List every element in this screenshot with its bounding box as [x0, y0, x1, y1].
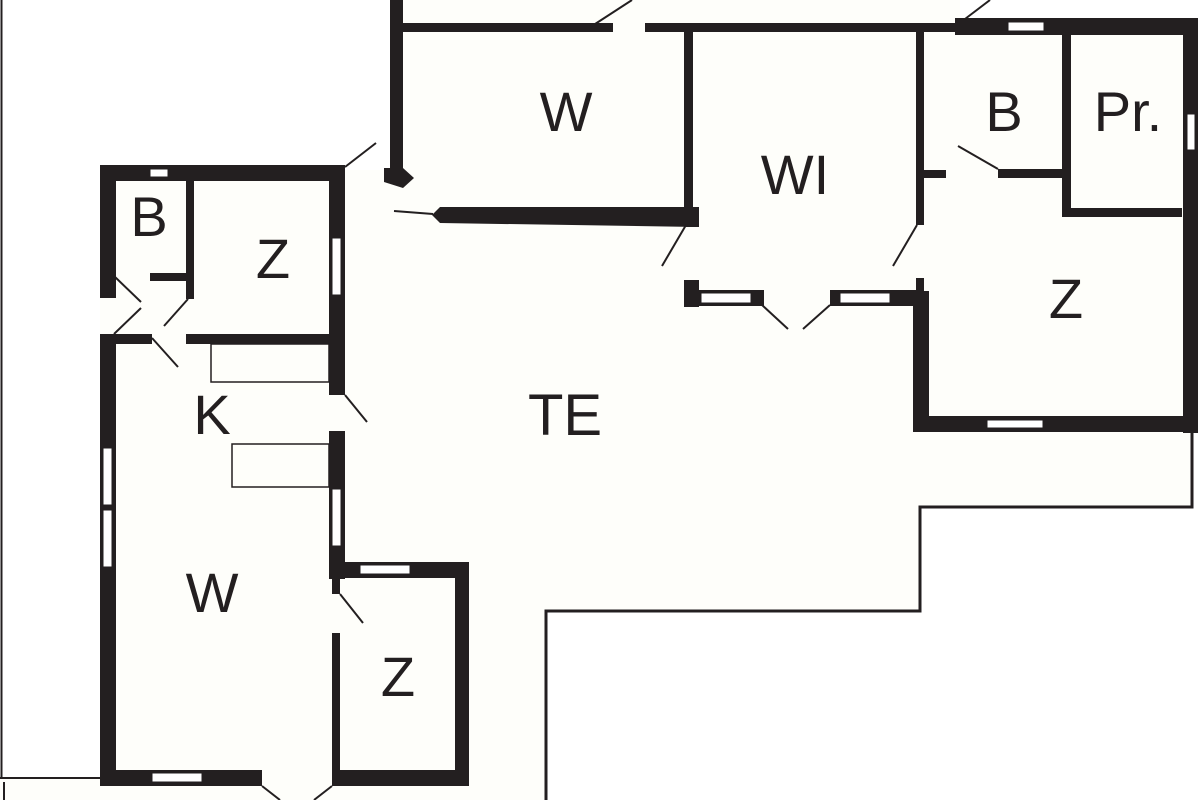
- window: [102, 447, 113, 506]
- wall: [390, 0, 403, 180]
- room-label-w-top: W: [540, 80, 593, 143]
- wall: [100, 334, 152, 344]
- window: [331, 237, 342, 296]
- door-swing: [344, 142, 377, 168]
- wall: [432, 207, 698, 227]
- window: [359, 564, 411, 575]
- room-label-z-bottom: Z: [381, 645, 415, 708]
- wall: [186, 181, 194, 299]
- wall: [1062, 208, 1182, 217]
- wall: [645, 23, 975, 32]
- door-swing: [339, 593, 364, 624]
- wall: [186, 334, 336, 344]
- wall: [913, 291, 929, 432]
- wall: [455, 562, 469, 786]
- wall: [913, 416, 1198, 432]
- door-swing: [163, 298, 189, 327]
- window: [839, 292, 891, 304]
- room-labels: W WI B Pr. Z B Z K TE W Z: [130, 80, 1162, 708]
- wall: [332, 770, 469, 786]
- wall: [100, 165, 345, 181]
- door-swing: [344, 394, 368, 423]
- wall: [1183, 18, 1198, 433]
- door-swing: [892, 224, 918, 267]
- window: [700, 292, 752, 304]
- door-swing: [964, 0, 991, 20]
- counter: [231, 443, 330, 488]
- window: [986, 419, 1044, 429]
- window: [151, 772, 203, 783]
- room-label-te: TE: [528, 383, 602, 448]
- wall: [916, 30, 924, 225]
- door-swing: [113, 275, 142, 303]
- counter: [210, 343, 330, 383]
- door-swing: [393, 210, 434, 215]
- room-label-wi: WI: [761, 143, 829, 206]
- wall: [955, 18, 1195, 35]
- room-label-z-right: Z: [1049, 267, 1083, 330]
- door-swing: [151, 337, 179, 368]
- door-swing: [802, 304, 831, 330]
- window: [1186, 113, 1196, 151]
- door-swing: [591, 0, 633, 27]
- windows: [102, 21, 1196, 783]
- window: [1007, 21, 1045, 32]
- room-label-b-top-right: B: [985, 80, 1022, 143]
- wall: [150, 273, 186, 281]
- door-swing: [957, 145, 999, 170]
- wall: [384, 168, 414, 188]
- door-swing: [313, 785, 333, 800]
- door-swing: [113, 307, 142, 335]
- window: [331, 488, 342, 547]
- wall: [998, 169, 1062, 178]
- door-swing: [661, 224, 687, 267]
- wall: [916, 278, 924, 298]
- wall: [1062, 30, 1071, 215]
- door-swing: [761, 304, 789, 330]
- wall: [403, 23, 613, 32]
- terrace-outline: [544, 432, 1194, 800]
- wall: [100, 165, 116, 298]
- wall: [924, 170, 946, 178]
- window: [149, 168, 169, 178]
- door-swing: [261, 785, 281, 800]
- room-label-b-left: B: [130, 185, 167, 248]
- room-label-z-left: Z: [256, 227, 290, 290]
- wall: [684, 30, 693, 225]
- kitchen-counters: [210, 343, 330, 488]
- room-label-k: K: [193, 383, 230, 446]
- main-floor: [0, 25, 1195, 800]
- window: [102, 509, 113, 568]
- room-label-pr: Pr.: [1094, 80, 1162, 143]
- wall: [332, 633, 340, 786]
- doors: [113, 0, 999, 800]
- wall: [332, 579, 340, 594]
- room-label-w-left: W: [186, 561, 239, 624]
- wall: [684, 207, 699, 227]
